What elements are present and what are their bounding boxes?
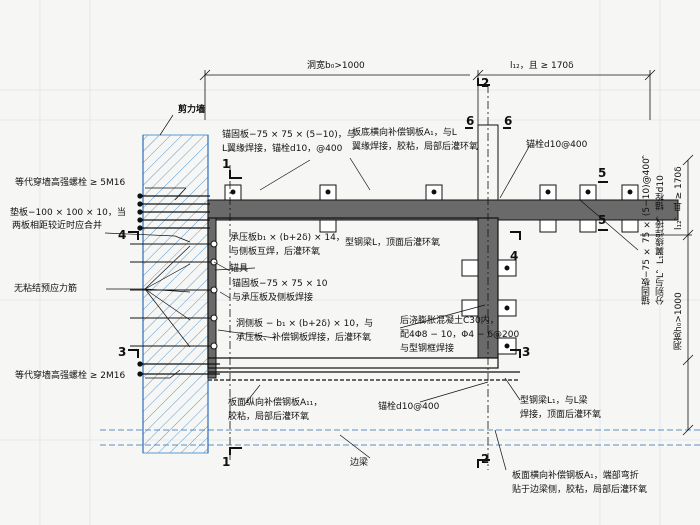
anchor-fixture-label: 锚具 xyxy=(230,264,249,274)
anchor-plate-mid-label-1: 锚固板−75 × 75 × 10 xyxy=(232,279,328,289)
edge-beam-label: 边梁 xyxy=(350,458,369,468)
anchor-plate-mid-label-2: 与承压板及侧板焊接 xyxy=(232,293,314,303)
right-anchor-length: l₁₂，且 ≥ 170δ xyxy=(674,166,684,230)
top-width-dimension: 洞宽b₀>1000 xyxy=(307,61,365,71)
section-1-top: 1 xyxy=(222,157,231,171)
section-3-left: 3 xyxy=(118,345,127,359)
section-2-bottom: 2 xyxy=(481,452,490,466)
concrete-label-3: 与型钢框焊接 xyxy=(400,344,455,354)
shear-wall-label: 剪力墙 xyxy=(178,105,206,115)
edge-beam-lines xyxy=(100,429,700,446)
transverse-plate-label-1: 板面横向补偿钢板A₁，端部弯折 xyxy=(512,471,639,481)
anchor-bolt-right-label: 锚栓d10@400 xyxy=(526,140,588,150)
anchor-plates-bottom-beam xyxy=(319,219,639,233)
long-plate-label-2: 胶粘，局部后灌环氧 xyxy=(228,412,310,422)
bolt-bottom-label: 等代穿墙高强螺栓 ≥ 2M16 xyxy=(15,371,126,381)
concrete-label-2: 配4Φ8 − 10，Φ4 − 6@200 xyxy=(400,330,520,340)
top-dimension-lines xyxy=(199,69,656,130)
steel-beam-top xyxy=(207,199,679,221)
steel-beam-L-label: 型钢梁L，顶面后灌环氧 xyxy=(345,238,441,248)
section-2-top: 2 xyxy=(481,76,490,90)
anchor-plates-vertical xyxy=(461,259,517,355)
right-width-dimension: 洞宽h₀>1000 xyxy=(674,292,684,350)
leader-lines xyxy=(104,114,639,471)
bottom-plate-label-2: 翼缘焊接，胶粘，局部后灌环氧 xyxy=(352,142,479,152)
section-6-right: 6 xyxy=(504,114,513,128)
center-lines xyxy=(229,85,489,470)
bolt-top-label: 等代穿墙高强螺栓 ≥ 5M16 xyxy=(15,178,126,188)
pad-plate-label-1: 垫板−100 × 100 × 10，当 xyxy=(10,208,126,218)
hole-side-plate-label-1: 洞侧板 − b₁ × (b+2δ) × 10，与 xyxy=(236,319,374,329)
right-anchor-plate-label-2: 分别与L，L₁翼缘焊接，锚栓d10 xyxy=(656,175,666,305)
hole-side-plate-label-2: 承压板、补偿钢板焊接，后灌环氧 xyxy=(236,333,372,343)
right-dimension-lines xyxy=(640,154,694,436)
bearing-plate-label-2: 与侧板互焊，后灌环氧 xyxy=(230,247,321,257)
steel-beam-L1-label-1: 型钢梁L₁，与L梁 xyxy=(520,396,588,406)
unbonded-tendon-label: 无粘结预应力筋 xyxy=(14,284,78,294)
transverse-plate-label-2: 贴于边梁侧，胶粘，局部后灌环氧 xyxy=(512,485,648,495)
section-6-left: 6 xyxy=(466,114,475,128)
anchor-plates-top xyxy=(224,184,639,201)
section-4-left: 4 xyxy=(118,228,127,242)
steel-beam-L1-label-2: 焊接，顶面后灌环氧 xyxy=(520,410,602,420)
right-anchor-plate-label-1: 锚固板−75 × 75 × (5−10)@400， xyxy=(642,149,652,305)
frame-outline xyxy=(207,217,520,381)
top-anchor-length: l₁₂，且 ≥ 170δ xyxy=(510,61,574,71)
anchor-fixtures xyxy=(210,240,218,350)
section-4-right: 4 xyxy=(510,249,519,263)
section-5-bottom: 5 xyxy=(598,213,607,227)
bearing-plate-label-1: 承压板b₁ × (b+2δ) × 14， xyxy=(230,233,345,243)
anchor-plate-top-label-1: 锚固板−75 × 75 × (5−10)，与 xyxy=(222,130,356,140)
long-plate-label-1: 板面纵向补偿钢板A₁₁， xyxy=(228,398,323,408)
through-wall-bolts-top xyxy=(137,193,210,231)
unbonded-tendons xyxy=(130,243,215,347)
section-1-bottom: 1 xyxy=(222,455,231,469)
section-marks xyxy=(128,78,608,468)
bottom-plate-label-1: 板底横向补偿钢板A₁，与L xyxy=(352,128,457,138)
concrete-label-1: 后浇膨胀混凝土C30内， xyxy=(400,316,499,326)
section-5-top: 5 xyxy=(598,166,607,180)
anchor-bolt-bottom-label: 锚栓d10@400 xyxy=(378,402,440,412)
pad-plate-label-2: 两板相距较近时应合并 xyxy=(12,221,103,231)
anchor-plate-top-label-2: L翼缘焊接，锚栓d10，@400 xyxy=(222,144,343,154)
section-3-right: 3 xyxy=(522,345,531,359)
through-wall-bolts-bottom xyxy=(137,361,220,377)
